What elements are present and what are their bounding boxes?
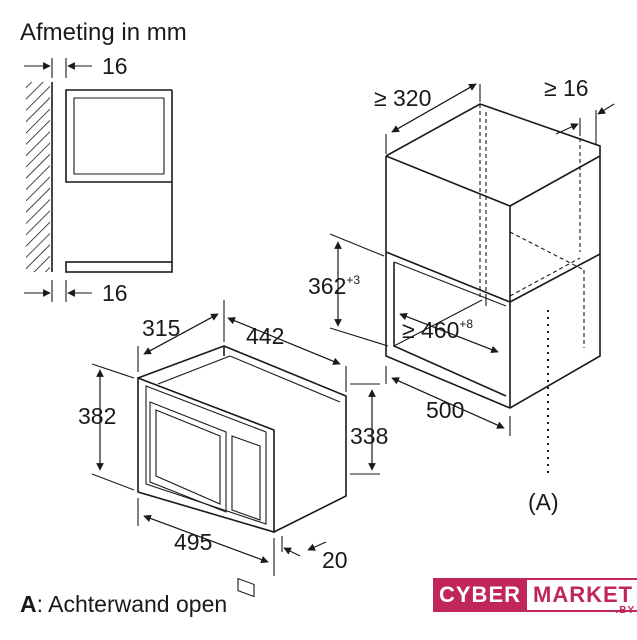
dim-niche-height: 362+3 — [308, 273, 360, 299]
rear-open-marker: (A) — [528, 489, 559, 515]
dim-device-body-height: 338 — [350, 423, 388, 449]
brand-part-1: CYBER — [433, 578, 528, 612]
brand-tld: .BY — [615, 605, 636, 616]
dim-bottom-gap: 16 — [102, 280, 128, 306]
dim-cabinet-side: ≥ 16 — [544, 75, 589, 101]
dim-device-width-top: 442 — [246, 323, 284, 349]
microwave-unit: 315 442 382 338 495 20 — [78, 300, 388, 598]
side-view: 16 16 — [24, 53, 173, 306]
brand-part-2: MARKET.BY — [527, 578, 637, 616]
dim-niche-depth: 500 — [426, 397, 464, 423]
wall-hatch — [26, 82, 50, 272]
cabinet-niche: (A) ≥ 320 ≥ 16 362+3 ≥ 460+8 500 — [308, 75, 615, 515]
diagram-title: Afmeting in mm — [20, 19, 187, 46]
dim-top-gap: 16 — [102, 53, 128, 79]
brand-logo: CYBER MARKET.BY — [433, 578, 637, 616]
dim-device-depth: 315 — [142, 315, 180, 341]
dim-device-height: 382 — [78, 403, 116, 429]
legend-note: A: Achterwand open — [20, 591, 227, 617]
dim-niche-width: ≥ 460+8 — [402, 317, 473, 343]
dim-device-width: 495 — [174, 529, 212, 555]
dim-frame: 20 — [322, 547, 348, 573]
dim-cabinet-depth: ≥ 320 — [374, 85, 431, 111]
